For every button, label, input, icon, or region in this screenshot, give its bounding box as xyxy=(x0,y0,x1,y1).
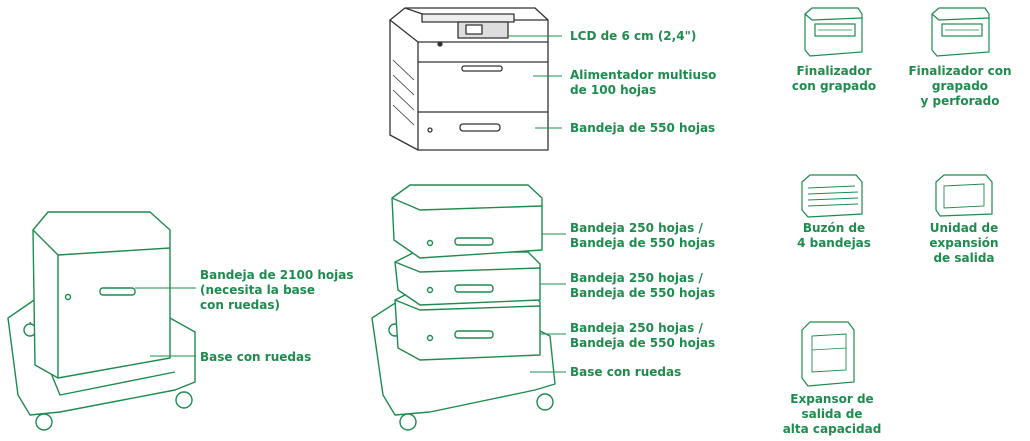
left-caster-base-label: Base con ruedas xyxy=(200,350,312,364)
tray-c-label-line-2: Bandeja de 550 hojas xyxy=(570,336,716,350)
staple-punch-finisher-label: Finalizador con grapado y perforado xyxy=(908,64,1011,109)
tray-b-label-line-1: Bandeja 250 hojas / xyxy=(570,271,703,285)
output-expander-icon xyxy=(935,174,993,217)
mailbox-label-line-2: 4 bandejas xyxy=(797,236,871,250)
stapler-finisher-label-line-1: Finalizador xyxy=(796,64,872,78)
tray-a-label-line-1: Bandeja 250 hojas / xyxy=(570,221,703,235)
tray-a-label: Bandeja 250 hojas / Bandeja de 550 hojas xyxy=(570,221,715,251)
mpf-label-line-2: de 100 hojas xyxy=(570,83,657,97)
tray-2100-illustration xyxy=(7,211,196,431)
stapler-finisher-label-line-2: con grapado xyxy=(791,79,877,93)
staple-punch-finisher-label-line-3: y perforado xyxy=(920,94,1000,108)
output-expander-label-line-2: expansión xyxy=(929,236,999,250)
tray-stack-illustration xyxy=(371,184,556,431)
mpf-label: Alimentador multiuso de 100 hojas xyxy=(570,68,716,98)
mailbox-icon xyxy=(801,174,863,218)
left-callout-lines xyxy=(135,287,196,357)
stapler-finisher-label: Finalizador con grapado xyxy=(792,64,876,94)
output-expander-label-line-3: de salida xyxy=(933,251,995,265)
staple-punch-finisher-label-line-1: Finalizador con xyxy=(908,64,1012,78)
lcd-label: LCD de 6 cm (2,4") xyxy=(570,29,697,43)
high-capacity-expander-icon xyxy=(801,321,855,387)
tray-2100-label-line-3: con ruedas) xyxy=(200,298,280,312)
tray-2100-label: Bandeja de 2100 hojas (necesita la base … xyxy=(200,268,354,313)
mailbox-label: Buzón de 4 bandejas xyxy=(797,221,871,251)
tray-2100-label-line-2: (necesita la base xyxy=(200,283,316,297)
tray-550-label: Bandeja de 550 hojas xyxy=(570,121,716,135)
middle-caster-base-label: Base con ruedas xyxy=(570,365,682,379)
high-capacity-expander-label: Expansor de salida de alta capacidad xyxy=(783,392,882,437)
middle-callout-lines xyxy=(530,233,566,373)
staple-punch-finisher-label-line-2: grapado xyxy=(931,79,989,93)
output-expander-label-line-1: Unidad de xyxy=(929,221,999,235)
high-capacity-expander-label-line-1: Expansor de xyxy=(790,392,874,406)
tray-c-label-line-1: Bandeja 250 hojas / xyxy=(570,321,703,335)
printer-illustration xyxy=(389,7,549,151)
printer-callout-lines xyxy=(508,35,562,129)
high-capacity-expander-label-line-2: salida de xyxy=(801,407,863,421)
stapler-finisher-icon xyxy=(804,7,863,57)
mailbox-label-line-1: Buzón de xyxy=(802,221,866,235)
staple-punch-finisher-icon xyxy=(931,7,990,57)
tray-b-label: Bandeja 250 hojas / Bandeja de 550 hojas xyxy=(570,271,715,301)
output-expander-label: Unidad de expansión de salida xyxy=(929,221,998,266)
tray-b-label-line-2: Bandeja de 550 hojas xyxy=(570,286,716,300)
tray-a-label-line-2: Bandeja de 550 hojas xyxy=(570,236,716,250)
tray-2100-label-line-1: Bandeja de 2100 hojas xyxy=(200,268,354,282)
tray-c-label: Bandeja 250 hojas / Bandeja de 550 hojas xyxy=(570,321,715,351)
mpf-label-line-1: Alimentador multiuso xyxy=(570,68,717,82)
high-capacity-expander-label-line-3: alta capacidad xyxy=(782,422,882,436)
